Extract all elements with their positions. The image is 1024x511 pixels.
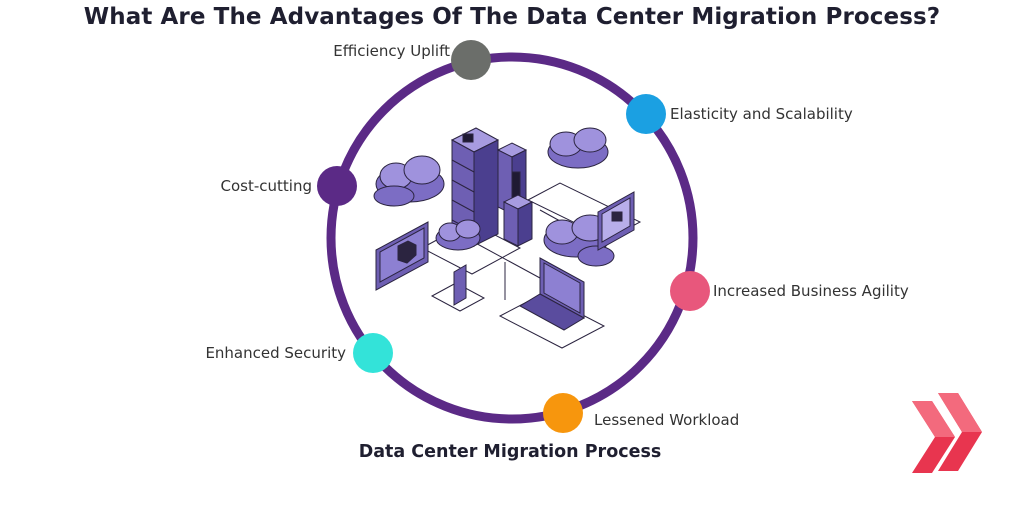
diagram-caption: Data Center Migration Process — [358, 442, 662, 462]
cloud-icon — [373, 155, 445, 207]
node-lessened-workload — [543, 393, 583, 433]
node-increased-business-agility — [670, 271, 710, 311]
chevron-logo-icon — [912, 393, 982, 473]
node-enhanced-security — [353, 333, 393, 373]
process-ring — [326, 52, 698, 424]
label-enhanced-security: Enhanced Security — [205, 344, 346, 362]
cloud-icon — [547, 127, 609, 169]
phone-icon — [453, 264, 467, 306]
label-increased-business-agility: Increased Business Agility — [713, 282, 909, 300]
tablet-lock-icon — [597, 191, 635, 251]
monitor-shield-icon — [375, 221, 429, 291]
label-efficiency-uplift: Efficiency Uplift — [333, 42, 450, 60]
node-efficiency-uplift — [451, 40, 491, 80]
label-lessened-workload: Lessened Workload — [594, 411, 740, 429]
node-elasticity-scalability — [626, 94, 666, 134]
data-center-illustration — [373, 127, 642, 349]
page-title: What Are The Advantages Of The Data Cent… — [83, 4, 941, 30]
label-cost-cutting: Cost-cutting — [220, 177, 312, 195]
server-tower-icon — [450, 127, 500, 247]
laptop-icon — [518, 257, 586, 331]
cloud-icon — [435, 219, 481, 251]
server-unit-small-icon — [502, 194, 534, 247]
label-elasticity-scalability: Elasticity and Scalability — [670, 105, 853, 123]
node-cost-cutting — [317, 166, 357, 206]
